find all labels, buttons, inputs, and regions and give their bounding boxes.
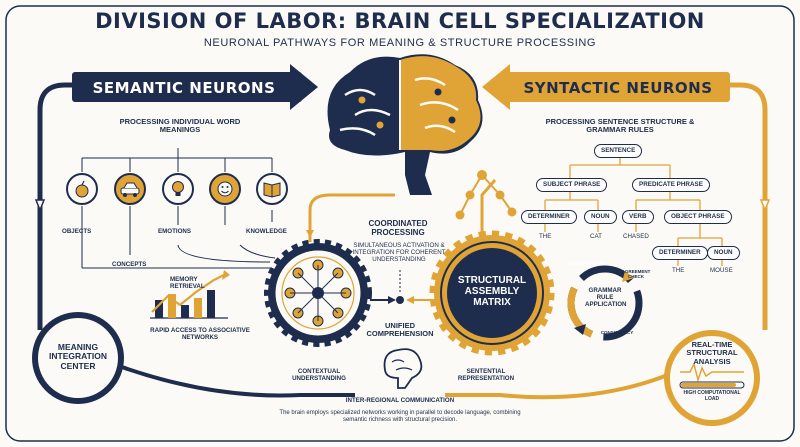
page-subtitle: NEURONAL PATHWAYS FOR MEANING & STRUCTUR… [203, 37, 597, 49]
label-rapid-access: RAPID ACCESS TO ASSOCIATIVE NETWORKS [150, 327, 250, 341]
label-emotions: EMOTIONS [158, 228, 192, 235]
label-concepts: CONCEPTS [112, 261, 147, 268]
semantic-banner: SEMANTIC NEURONS [92, 79, 276, 97]
tree-node-object-phrase: OBJECT PHRASE [664, 210, 732, 225]
unified-node [396, 296, 404, 304]
syntactic-network [455, 170, 517, 220]
integration-center-inner [38, 318, 118, 398]
unified-label: UNIFIED COMPREHENSION [366, 321, 434, 339]
coordinated-label: COORDINATED PROCESSING [368, 219, 428, 237]
semantic-icons [66, 173, 288, 205]
tree-node-predicate-phrase: PREDICATE PHRASE [632, 178, 710, 193]
label-contextual: CONTEXTUAL UNDERSTANDING [292, 368, 346, 382]
left-arrow-down [34, 199, 46, 213]
waveform [680, 361, 744, 383]
simultaneous-label: SIMULTANEOUS ACTIVATION & INTEGRATION FO… [352, 242, 446, 263]
tree-leaf-the-1: THE [539, 233, 552, 240]
tree-node-sentence: SENTENCE [594, 144, 643, 159]
tree-leaf-mouse: MOUSE [710, 267, 733, 274]
semantic-tree-lines [81, 148, 276, 269]
tree-node-verb: VERB [622, 210, 654, 225]
left-loop-path [37, 82, 100, 330]
tree-node-noun-1: NOUN [584, 210, 617, 225]
grammar-cycle [567, 265, 643, 341]
tree-leaf-chased: CHASED [623, 233, 649, 240]
structural-matrix-label: STRUCTURAL ASSEMBLY MATRIX [457, 275, 527, 308]
tree-node-subject-phrase: SUBJECT PHRASE [536, 178, 608, 193]
semantic-banner-bg [72, 72, 302, 102]
load-bar-fill [681, 383, 736, 387]
syntactic-banner-bg [500, 72, 730, 102]
tree-node-determiner-2: DETERMINER [652, 246, 708, 261]
cycle-label-2: AGREEMENT CHECK [621, 269, 651, 279]
footer-text: The brain employs specialized networks w… [279, 410, 521, 423]
right-loop-path [700, 82, 768, 330]
tree-leaf-cat: CAT [590, 233, 602, 240]
memory-chart [150, 270, 230, 319]
gear-to-brain-line [308, 193, 395, 242]
realtime-label: REAL-TIME STRUCTURAL ANALYSIS [686, 340, 738, 366]
realtime-inner [670, 336, 754, 420]
small-brain-icon [383, 348, 423, 389]
syntactic-heading: PROCESSING SENTENCE STRUCTURE & GRAMMAR … [545, 117, 695, 135]
tree-leaf-the-2: THE [672, 267, 685, 274]
page-title: DIVISION OF LABOR: BRAIN CELL SPECIALIZA… [95, 9, 705, 33]
cycle-label-3: CONSISTENCY [600, 330, 634, 335]
right-arrow-down [759, 199, 771, 213]
load-label: HIGH COMPUTATIONAL LOAD [683, 390, 741, 402]
syntactic-banner-arrow [482, 64, 510, 110]
syntactic-banner: SYNTACTIC NEURONS [523, 79, 713, 97]
semantic-heading: PROCESSING INDIVIDUAL WORD MEANINGS [119, 117, 241, 135]
frame [5, 5, 795, 442]
bottom-right-path [445, 368, 681, 400]
brain-illustration [327, 54, 483, 195]
label-memory: MEMORY RETRIEVAL [170, 276, 205, 290]
tree-node-determiner-1: DETERMINER [521, 210, 577, 225]
sentential-label: SENTENTIAL REPRESENTATION [457, 368, 515, 382]
label-knowledge: KNOWLEDGE [246, 228, 287, 235]
integration-center-label: MEANING INTEGRATION CENTER [49, 342, 107, 371]
semantic-gear [264, 239, 372, 347]
cycle-center-label: GRAMMAR RULE APPLICATION [585, 287, 627, 308]
syntactic-gear [429, 230, 555, 356]
label-objects: OBJECTS [62, 228, 92, 235]
inter-regional-label: INTER-REGIONAL COMMUNICATION [345, 397, 455, 404]
tree-node-noun-2: NOUN [707, 246, 740, 261]
cycle-label-1: SYNTAX PARSING [566, 261, 606, 266]
semantic-banner-arrow [290, 64, 318, 110]
